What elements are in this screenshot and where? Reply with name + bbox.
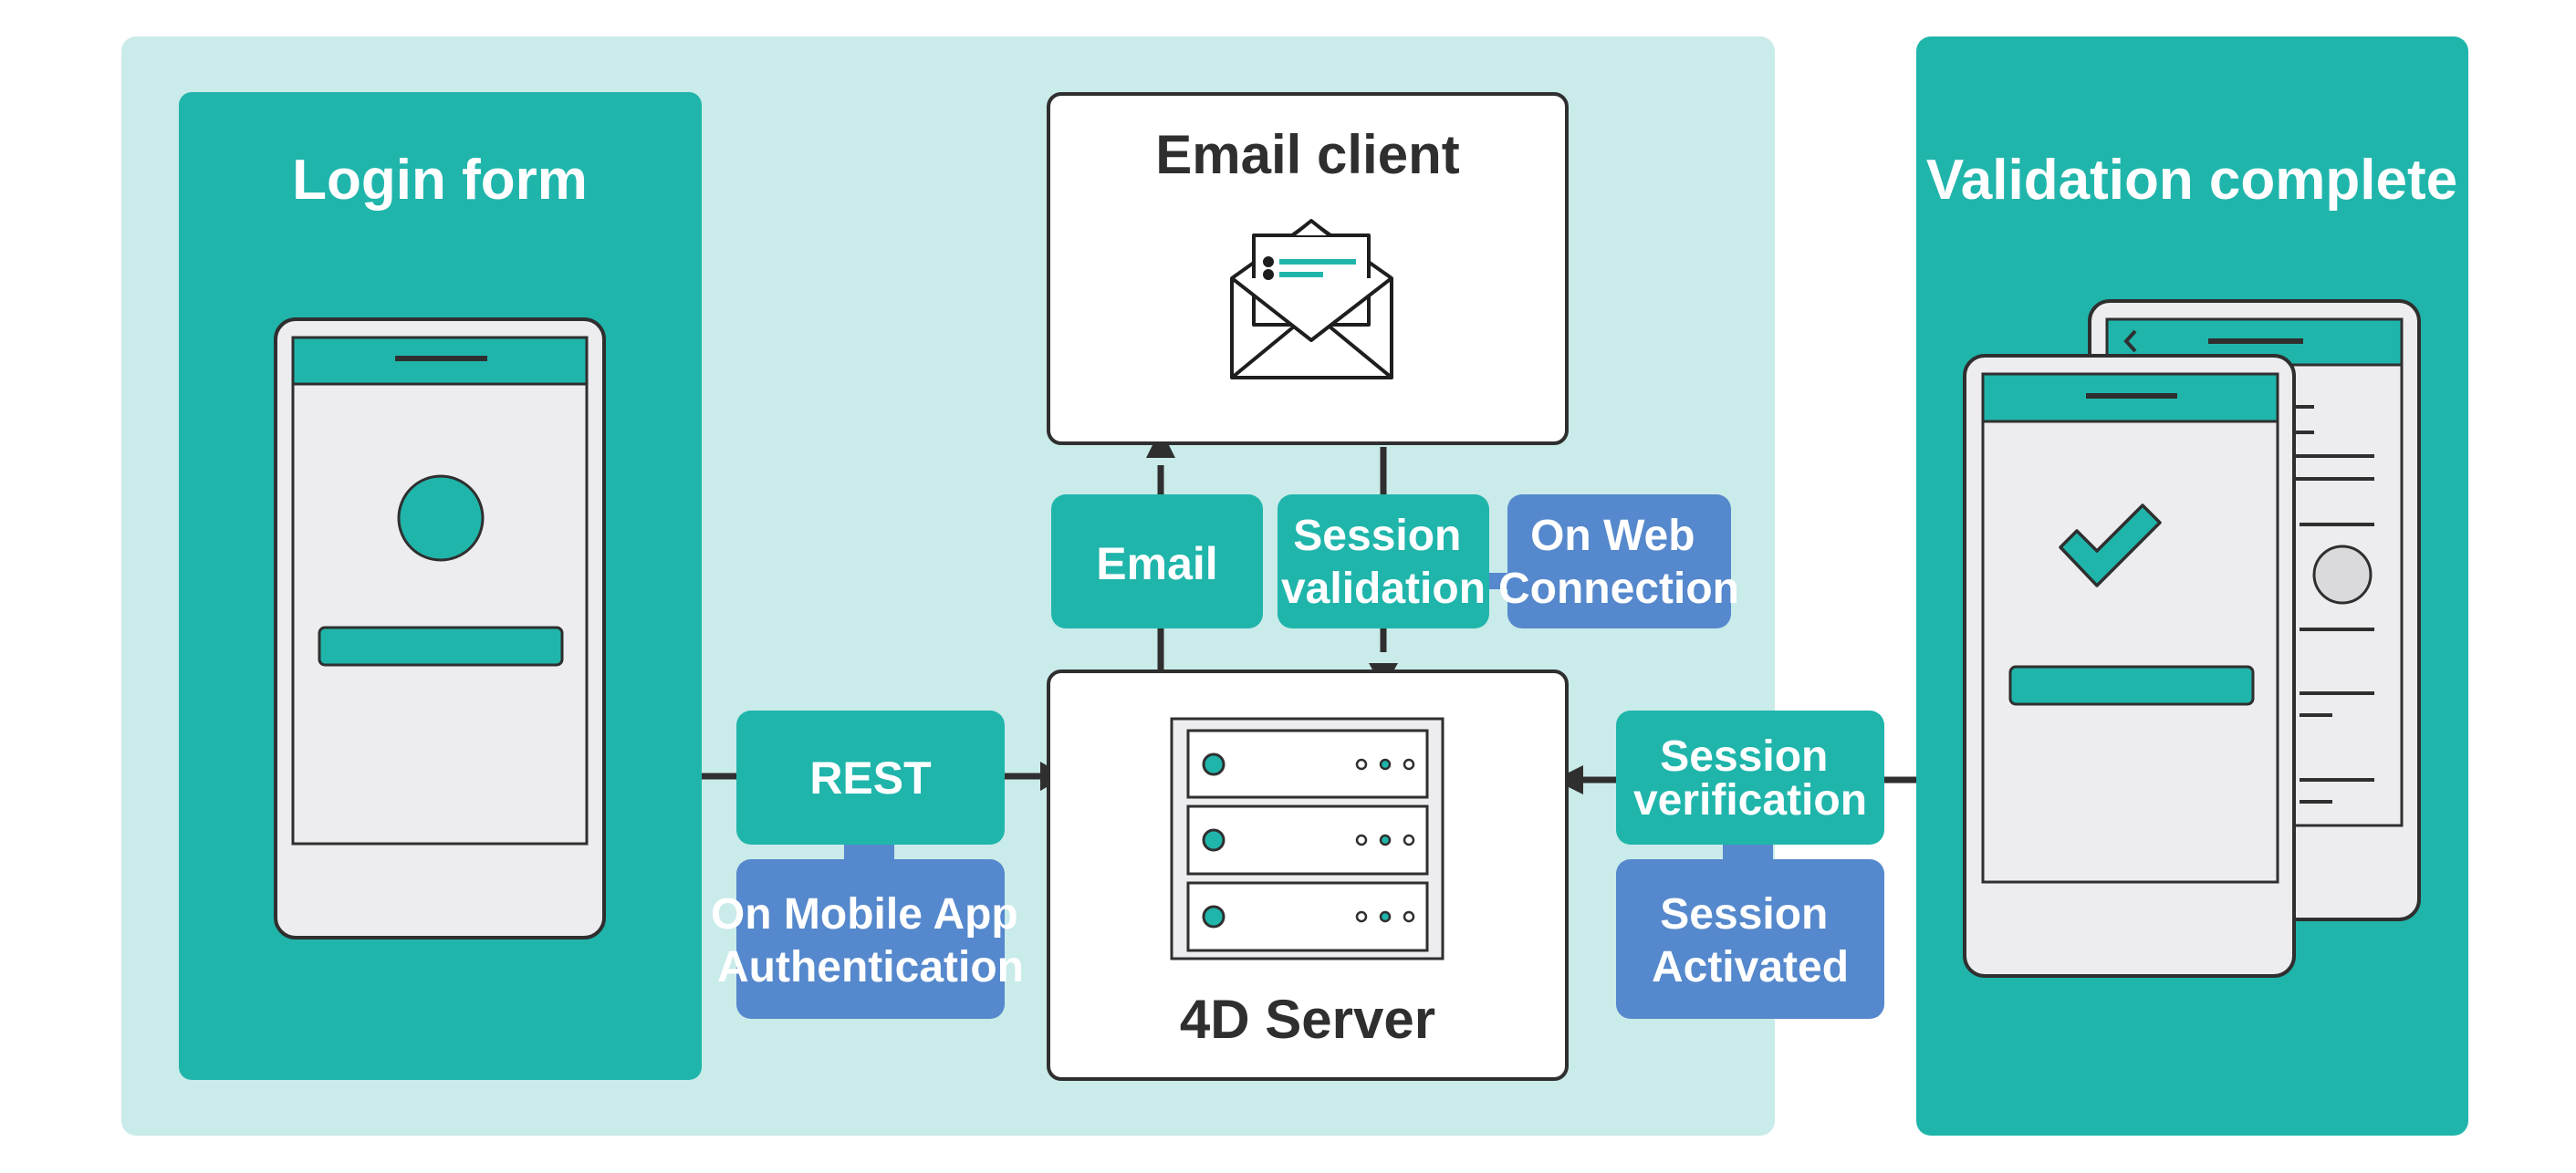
email-client-title: Email client [1155, 124, 1459, 185]
session-verification-line-2: verification [1633, 776, 1867, 825]
session-validation-line-1: Session [1293, 512, 1461, 560]
envelope-with-letter-icon [1230, 219, 1393, 379]
server-title: 4D Server [1180, 989, 1435, 1050]
server-rack-icon [1170, 717, 1444, 960]
server-node: 4D Server [1047, 670, 1569, 1081]
continue-button-placeholder [2008, 665, 2255, 706]
validation-front-phone-illustration [1963, 354, 2296, 978]
email-badge: Email [1051, 494, 1263, 628]
session-validation-badge: Session validation [1278, 494, 1489, 628]
svg-text:Session validation: Session validation [1281, 512, 1486, 613]
on-mobile-app-auth-line-2: Authentication [717, 943, 1024, 991]
on-mobile-app-authentication-badge: On Mobile App Authentication [711, 859, 1030, 1019]
email-badge-label: Email [1096, 538, 1217, 589]
session-activated-badge: Session Activated [1616, 859, 1884, 1019]
profile-avatar-placeholder [2312, 545, 2373, 605]
svg-text:On Web Connection: On Web Connection [1498, 512, 1739, 613]
on-web-connection-line-1: On Web [1530, 512, 1695, 560]
login-phone-illustration [274, 317, 606, 939]
on-web-connection-badge: On Web Connection [1498, 494, 1739, 628]
session-verification-badge: Session verification [1616, 711, 1884, 845]
on-mobile-app-auth-line-1: On Mobile App [711, 890, 1018, 939]
login-button-placeholder [318, 626, 564, 667]
avatar-placeholder [397, 474, 485, 562]
checkmark-icon [2059, 503, 2162, 587]
mobile-auth-link-tab [844, 841, 894, 861]
session-activated-line-1: Session [1660, 890, 1828, 939]
session-activated-line-2: Activated [1652, 943, 1849, 991]
svg-text:Session verification: Session verification [1633, 732, 1867, 825]
rest-badge: REST [736, 711, 1005, 845]
session-activated-link-tab [1723, 841, 1773, 861]
web-connection-link-tab [1486, 573, 1508, 589]
session-verification-line-1: Session [1660, 732, 1828, 781]
login-panel-title: Login form [292, 149, 588, 212]
back-chevron-icon [2123, 329, 2137, 353]
svg-text:Session Activated: Session Activated [1652, 890, 1849, 991]
email-client-node: Email client [1047, 92, 1569, 445]
rest-badge-label: REST [809, 753, 931, 804]
session-validation-line-2: validation [1281, 565, 1486, 613]
on-web-connection-line-2: Connection [1498, 565, 1739, 613]
svg-text:On Mobile App Authentica: On Mobile App Authentication [711, 890, 1030, 991]
validation-panel-title: Validation complete [1926, 149, 2457, 212]
